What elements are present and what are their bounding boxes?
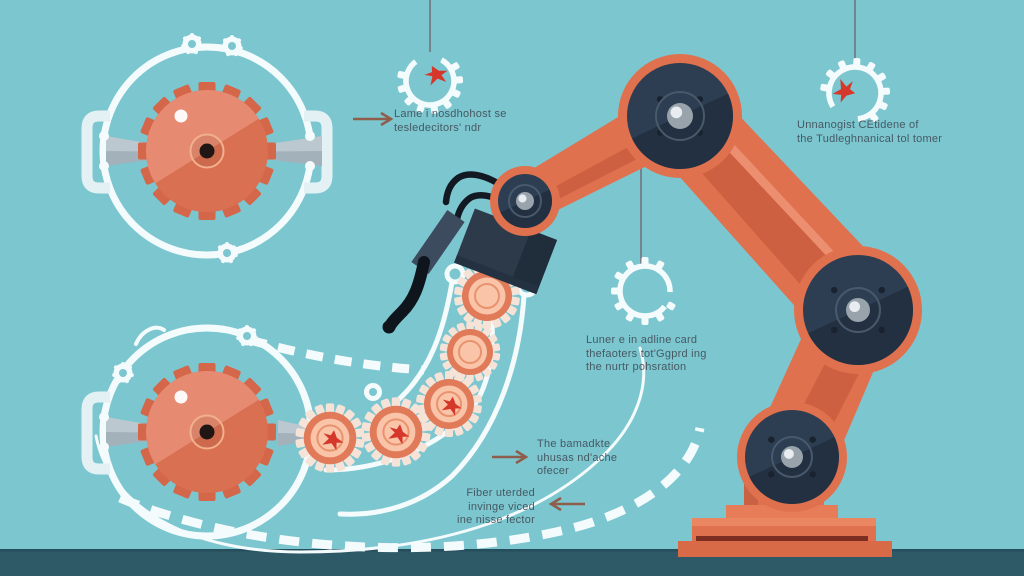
hanging-gears xyxy=(397,0,891,325)
mount-bracket xyxy=(304,110,333,194)
chain-gear xyxy=(295,403,365,473)
gear-assembly-top-left xyxy=(81,33,333,264)
cable xyxy=(442,171,516,206)
annotation-arrows xyxy=(353,111,585,512)
red-mark-icon xyxy=(322,430,344,451)
annotation-note-3: Luner e in adline card thefaoters tot'Gg… xyxy=(586,334,707,373)
plinth-stripe xyxy=(696,536,868,543)
loop-pin xyxy=(444,263,466,285)
large-gear xyxy=(138,363,276,501)
arrow-left-note5 xyxy=(548,496,585,512)
ring-gear-knob xyxy=(221,35,243,57)
joint-elbow xyxy=(794,246,922,374)
robot-arm xyxy=(382,54,922,557)
large-gear xyxy=(138,82,276,220)
annotation-note-4: The bamadkte uhusas nd'ache ofecer xyxy=(537,438,618,477)
hanging-gear-outline xyxy=(611,257,676,325)
arrow-right-note4 xyxy=(492,449,529,465)
annotation-note-1: Lame i nosdhohost se tesledecitors' ndr xyxy=(394,108,507,134)
gear-highlight xyxy=(174,109,188,123)
hanging-gear-outline xyxy=(397,54,464,114)
chain-gear xyxy=(361,397,431,467)
arrow-right-note1 xyxy=(353,111,394,127)
ring-gear-knob xyxy=(181,33,203,55)
joint-base xyxy=(737,402,847,512)
gear-highlight xyxy=(174,390,188,404)
red-mark-icon xyxy=(832,78,856,103)
mount-bracket xyxy=(81,391,110,475)
red-mark-icon xyxy=(388,424,410,445)
gear-axle-dot xyxy=(199,424,215,440)
chain-gear xyxy=(416,371,482,437)
hanging-gear-outline xyxy=(820,57,891,123)
mount-bracket xyxy=(81,110,110,194)
gear-axle-dot xyxy=(199,143,215,159)
ring-gear-knob xyxy=(236,325,258,347)
ring-gear-knob xyxy=(112,362,134,384)
red-mark-icon xyxy=(424,65,448,86)
chain-gear xyxy=(439,321,501,383)
red-mark-icon xyxy=(441,396,462,416)
ring-gear-knob xyxy=(216,242,238,264)
annotation-note-2: Unnanogist CEtidene of the Tudleghnanica… xyxy=(797,119,943,145)
annotation-note-5: Fiber uterded invinge viced ine nisse fe… xyxy=(457,487,535,526)
loop-pin xyxy=(364,383,382,401)
gear-chain xyxy=(295,263,520,473)
joint-wrist xyxy=(490,166,560,236)
joint-shoulder xyxy=(618,54,742,178)
